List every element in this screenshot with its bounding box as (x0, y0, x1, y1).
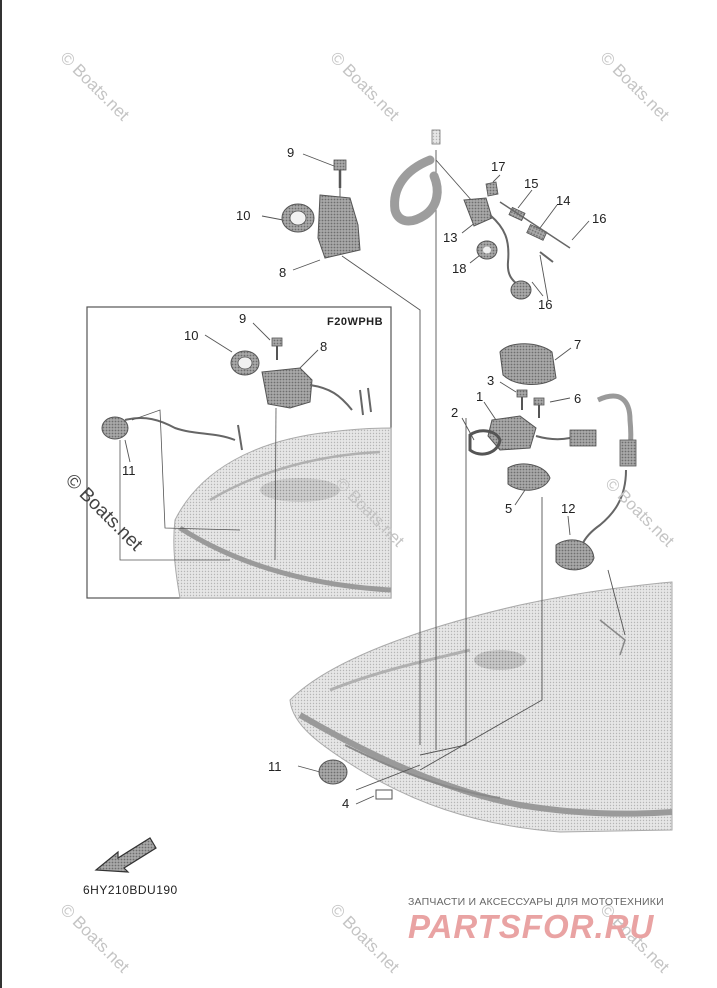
callout-3: 3 (487, 373, 495, 388)
callout-6: 6 (574, 391, 582, 406)
callout-8: 8 (279, 265, 287, 280)
callout-10: 10 (236, 208, 251, 223)
inset-callout-8: 8 (320, 339, 328, 354)
shop-tagline: ЗАПЧАСТИ И АКСЕССУАРЫ ДЛЯ МОТОТЕХНИКИ (408, 896, 664, 908)
callout-15: 15 (524, 176, 539, 191)
callout-9: 9 (287, 145, 295, 160)
callout-5: 5 (505, 501, 513, 516)
middle-parts (468, 343, 637, 571)
inset-title: F20WPHB (327, 316, 384, 328)
callout-7: 7 (574, 337, 582, 352)
inset-box (86, 306, 392, 599)
callout-2: 2 (451, 405, 459, 420)
inset-callout-10: 10 (184, 328, 199, 343)
callout-17: 17 (491, 159, 506, 174)
label-leaders (124, 153, 590, 805)
top-parts (281, 129, 571, 300)
callout-16b: 16 (538, 297, 553, 312)
callout-16: 16 (592, 211, 607, 226)
hull-main (289, 581, 673, 833)
bottom-parts (318, 759, 393, 800)
forward-arrow-icon (94, 837, 157, 873)
callout-1: 1 (476, 389, 484, 404)
diagram-code: 6HY210BDU190 (83, 883, 178, 897)
inset-callout-9: 9 (239, 311, 247, 326)
shop-logo[interactable]: PARTSFOR.RU (408, 908, 655, 945)
callout-14: 14 (556, 193, 571, 208)
inset-callout-11: 11 (122, 463, 136, 478)
callout-18: 18 (452, 261, 467, 276)
callout-12: 12 (561, 501, 576, 516)
callout-4: 4 (342, 796, 350, 811)
callout-13: 13 (443, 230, 458, 245)
callout-11: 11 (268, 759, 282, 774)
